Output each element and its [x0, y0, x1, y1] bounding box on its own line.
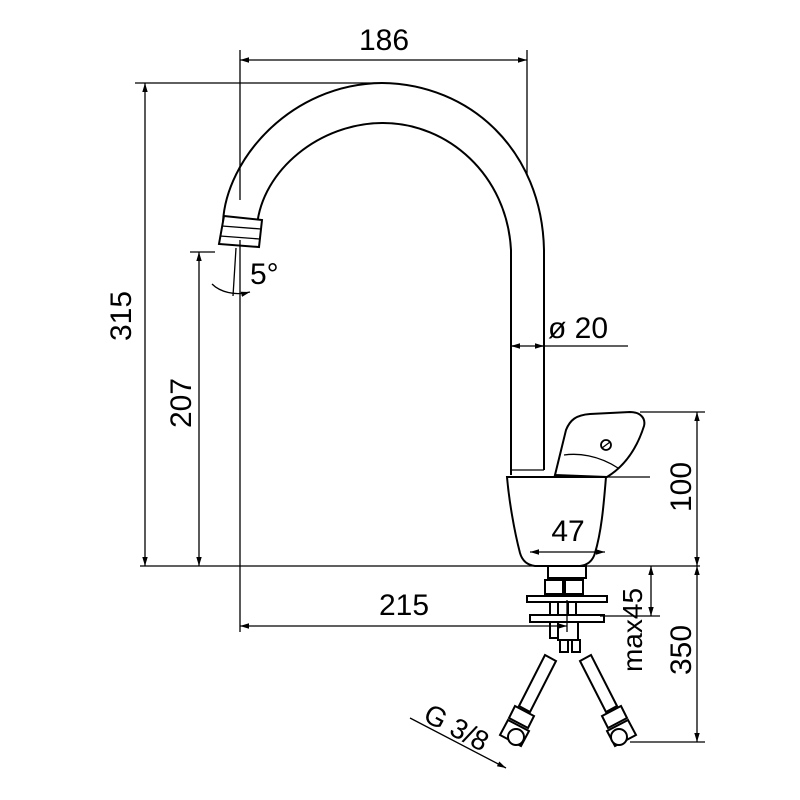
dim-max-counter-thickness: max45: [617, 588, 648, 672]
flexible-hoses: [498, 653, 638, 748]
dim-spout-diameter: ø 20: [548, 312, 608, 345]
dim-overall-reach: 215: [379, 589, 429, 622]
spout-inner-edge: [256, 121, 512, 475]
dim-base-diameter: 47: [551, 515, 584, 548]
lever-handle: [553, 410, 646, 479]
aerator: [217, 214, 264, 249]
dimension-lines: [135, 50, 705, 769]
dim-body-height: 100: [665, 462, 698, 512]
dim-total-height: 315: [105, 291, 138, 341]
dim-spout-outlet-height: 207: [165, 378, 198, 428]
dim-spout-reach: 186: [359, 24, 409, 57]
faucet-outline: [140, 81, 700, 748]
spout-outer-edge: [222, 81, 545, 470]
dim-spout-angle: 5°: [250, 258, 279, 291]
dim-connection-thread: G 3/8: [419, 698, 494, 758]
dim-hose-length: 350: [665, 625, 698, 675]
